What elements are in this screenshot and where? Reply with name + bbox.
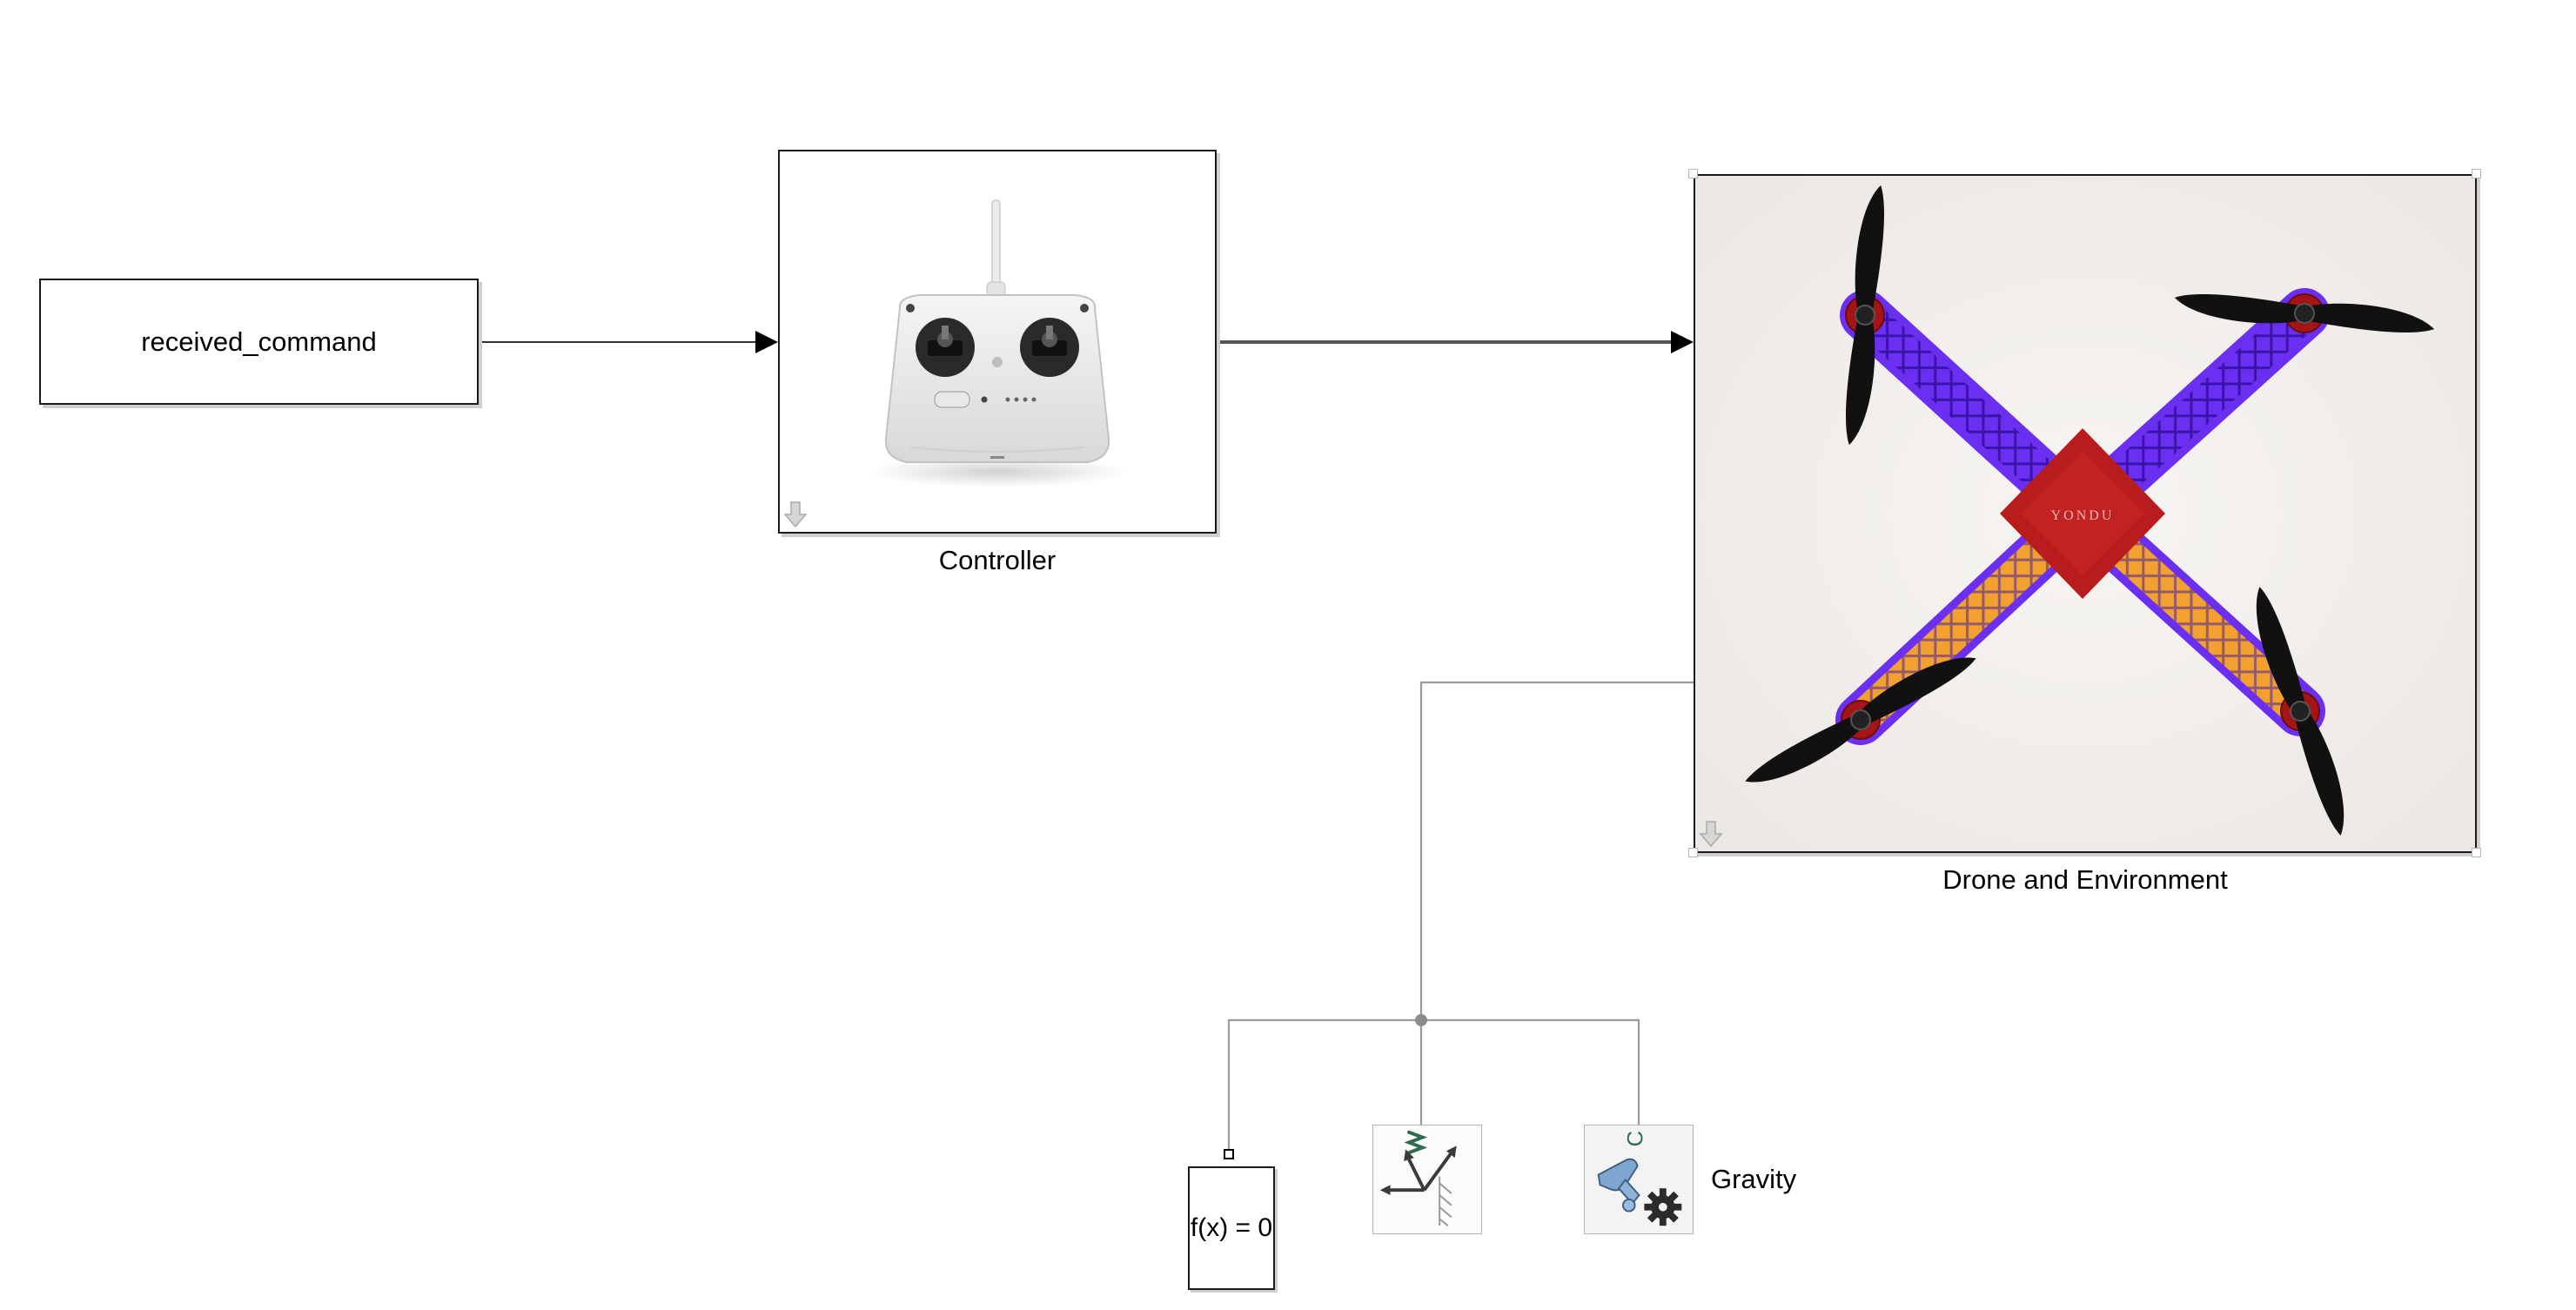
signal-command-to-controller[interactable]	[479, 331, 778, 353]
rc-transmitter-icon	[867, 199, 1128, 487]
svg-text:YONDU: YONDU	[2051, 508, 2115, 523]
selection-handle[interactable]	[1688, 848, 1698, 857]
gravity-caption: Gravity	[1711, 1164, 1797, 1194]
quadcopter-icon: YONDU	[1695, 176, 2475, 851]
selection-handle[interactable]	[2472, 169, 2481, 178]
signal-controller-to-drone[interactable]	[1217, 331, 1694, 353]
selection-handle[interactable]	[2472, 848, 2481, 857]
arrowhead-icon	[1671, 331, 1694, 353]
arrow-down-icon	[783, 501, 808, 528]
mechanism-configuration-block[interactable]: C	[1584, 1125, 1694, 1234]
world-frame-block[interactable]	[1372, 1125, 1482, 1234]
svg-text:C: C	[1623, 1131, 1647, 1146]
solver-label: f(x) = 0	[1190, 1213, 1273, 1242]
physical-connection-lines[interactable]	[1227, 681, 1694, 1153]
arrow-down-icon	[1699, 821, 1723, 848]
solver-port	[1224, 1149, 1234, 1159]
controller-block[interactable]	[778, 150, 1217, 534]
selection-handle[interactable]	[1688, 169, 1698, 178]
solver-configuration-block[interactable]: f(x) = 0	[1188, 1166, 1275, 1290]
drone-environment-block[interactable]: YONDU	[1694, 174, 2477, 853]
received-command-block[interactable]: received_command	[39, 279, 479, 405]
junction-node	[1415, 1014, 1427, 1026]
controller-caption: Controller	[938, 545, 1057, 575]
drone-environment-caption: Drone and Environment	[1942, 864, 2228, 895]
mechanism-configuration-icon: C	[1597, 1131, 1682, 1226]
arrowhead-icon	[755, 331, 778, 353]
world-frame-icon	[1379, 1130, 1457, 1226]
received-command-label: received_command	[141, 326, 377, 357]
